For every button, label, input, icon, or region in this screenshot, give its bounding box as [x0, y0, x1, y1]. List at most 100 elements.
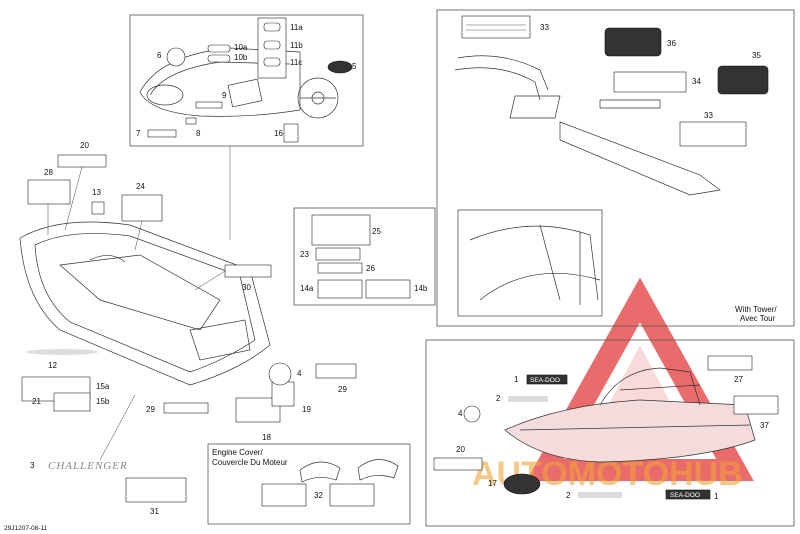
drawing-code: 29J1207-08-11	[4, 525, 48, 532]
decal-31	[125, 477, 187, 503]
callout-12: 12	[48, 361, 57, 370]
callout-13: 13	[92, 188, 101, 197]
seadoo-logo-top	[526, 374, 568, 385]
callout-33b: 33	[704, 111, 713, 120]
decal-20-main	[57, 154, 107, 168]
callout-17: 17	[488, 479, 497, 488]
callout-27: 27	[734, 375, 743, 384]
decal-37	[733, 395, 779, 415]
engine-cover-left	[299, 461, 341, 483]
decal-33-bottom	[679, 121, 747, 147]
engine-cover-title-line1: Engine Cover/	[212, 448, 263, 457]
challenger-strip-top	[508, 396, 548, 402]
decal-33-top	[461, 15, 531, 39]
main-boat-drawing	[19, 221, 271, 386]
decal-24	[121, 194, 163, 222]
decal-34	[613, 71, 687, 93]
engine-cover-right	[357, 459, 399, 481]
challenger-strip-bottom	[578, 492, 622, 498]
callout-10a: 10a	[234, 43, 248, 52]
callout-18: 18	[262, 433, 271, 442]
gauge-decal-6	[166, 47, 186, 67]
callout-4-right: 4	[458, 409, 463, 418]
side-view-boat	[504, 367, 756, 463]
callout-7: 7	[136, 129, 141, 138]
decal-30	[224, 264, 272, 278]
callout-29-right: 29	[338, 385, 347, 394]
callout-32: 32	[314, 491, 323, 500]
tower-caption-line1: With Tower/	[735, 305, 777, 314]
decal-26	[317, 262, 363, 274]
decal-7	[147, 129, 177, 138]
decal-32-right	[329, 483, 375, 507]
decal-12-strip	[26, 349, 98, 355]
seadoo-logo-bottom	[665, 489, 711, 500]
decal-36	[604, 27, 662, 57]
gauge-decal-4-left	[268, 362, 292, 386]
decal-29-left	[163, 402, 209, 414]
callout-36: 36	[667, 39, 676, 48]
decal-27	[707, 355, 753, 371]
callout-14a: 14a	[300, 284, 314, 293]
brand-script-decal: CHALLENGER	[48, 460, 128, 472]
decal-8	[185, 117, 197, 125]
decal-9	[195, 101, 223, 109]
callout-6: 6	[157, 51, 162, 60]
callout-4-left: 4	[297, 369, 302, 378]
tower-inset-drawing	[469, 224, 601, 305]
decal-10a	[207, 44, 231, 53]
callout-15b: 15b	[96, 397, 110, 406]
decal-group-frame	[293, 207, 436, 306]
tower-drawing	[454, 55, 721, 196]
callout-35: 35	[752, 51, 761, 60]
callout-21: 21	[32, 397, 41, 406]
decal-19	[271, 381, 295, 407]
callout-9: 9	[222, 91, 227, 100]
decal-32-left	[261, 483, 307, 507]
callout-24: 24	[136, 182, 145, 191]
decal-23	[315, 247, 361, 261]
callout-2-bottom: 2	[566, 491, 571, 500]
seadoo-badge-5	[327, 60, 353, 74]
callout-20-side: 20	[456, 445, 465, 454]
gauge-decal-4-right	[463, 405, 481, 423]
callout-2-top: 2	[496, 394, 501, 403]
callout-34: 34	[692, 77, 701, 86]
callout-37: 37	[760, 421, 769, 430]
decal-15b	[53, 392, 91, 412]
decal-35	[717, 65, 769, 95]
callout-28: 28	[44, 168, 53, 177]
callout-1-top: 1	[514, 375, 519, 384]
callout-8: 8	[196, 129, 201, 138]
decal-10b	[207, 54, 231, 63]
decal-25	[311, 214, 371, 246]
tower-caption-line2: Avec Tour	[740, 314, 776, 323]
seadoo-logo-top-text: SEA-DOO	[530, 377, 560, 384]
callout-31: 31	[150, 507, 159, 516]
decal-20-side	[433, 457, 483, 471]
callout-30: 30	[242, 283, 251, 292]
callout-20-main: 20	[80, 141, 89, 150]
callout-11b: 11b	[290, 41, 303, 50]
callout-29-left: 29	[146, 405, 155, 414]
seadoo-logo-bottom-text: SEA-DOO	[670, 492, 700, 499]
callout-19: 19	[302, 405, 311, 414]
callout-5: 5	[352, 62, 357, 71]
decal-14b	[365, 279, 411, 299]
engine-cover-frame	[207, 443, 411, 525]
dashboard-frame	[129, 14, 364, 147]
callout-25: 25	[372, 227, 381, 236]
decal-17	[503, 473, 541, 495]
callout-10b: 10b	[234, 53, 248, 62]
callout-11a: 11a	[290, 23, 303, 32]
tower-inset-frame	[457, 209, 603, 317]
decal-29-right	[315, 363, 357, 379]
side-view-frame	[425, 339, 795, 527]
callout-26: 26	[366, 264, 375, 273]
callout-14b: 14b	[414, 284, 428, 293]
tower-frame	[436, 9, 795, 327]
engine-cover-title-line2: Couvercle Du Moteur	[212, 458, 288, 467]
callout-15a: 15a	[96, 382, 110, 391]
decal-14a	[317, 279, 363, 299]
